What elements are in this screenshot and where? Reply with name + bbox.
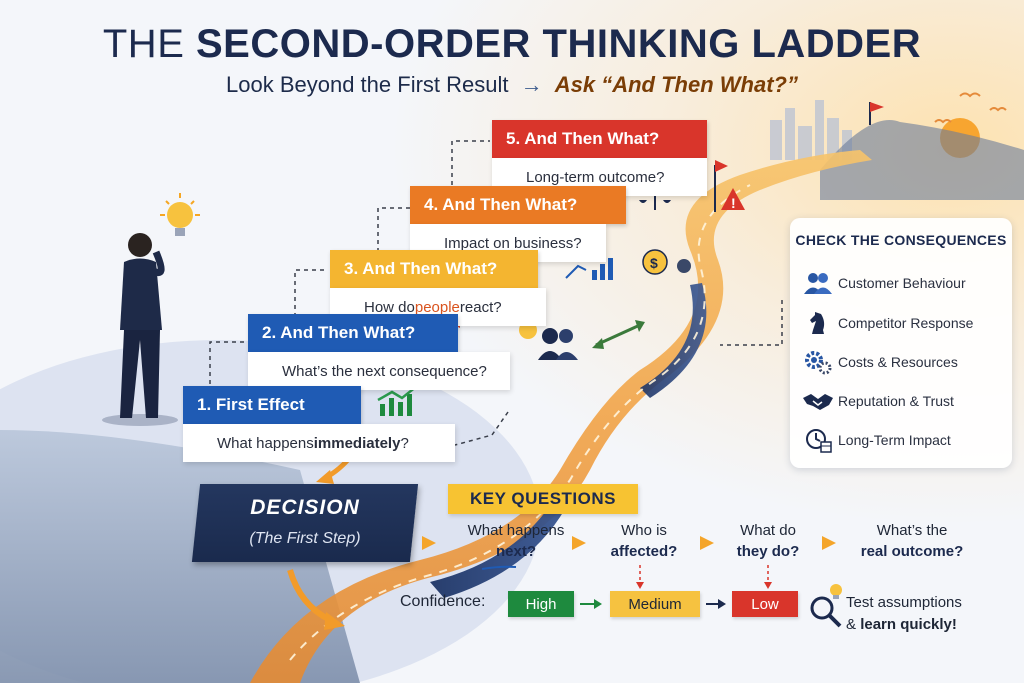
key-question-3-line2: they do? — [736, 543, 800, 560]
check-item-label: Competitor Response — [838, 315, 974, 331]
check-item-long-term-impact: Long-Term Impact — [798, 423, 1004, 457]
lightbulb-idea-icon — [160, 193, 200, 236]
check-item-label: Long-Term Impact — [838, 432, 951, 448]
magnifier-lightbulb-icon — [810, 584, 842, 628]
confidence-label: Confidence: — [400, 593, 486, 610]
key-question-3-line1: What do — [740, 522, 796, 539]
subtitle-arrow-icon: → — [520, 72, 543, 97]
check-item-label: Reputation & Trust — [838, 393, 954, 409]
confidence-medium-badge: Medium — [610, 591, 700, 617]
page-subtitle: Look Beyond the First Result → Ask “And … — [0, 72, 1024, 98]
step-4-header: 4. And Then What? — [410, 186, 626, 224]
check-item-label: Customer Behaviour — [838, 275, 966, 291]
step-1-header: 1. First Effect — [183, 386, 361, 424]
step-3-header: 3. And Then What? — [330, 250, 538, 288]
step-3-question-post: react? — [459, 298, 502, 316]
step-1-card: 1. First Effect What happens immediately… — [183, 386, 455, 462]
step-2-question: What’s the next consequence? — [248, 352, 510, 390]
step-3-question-pre: How do — [364, 298, 415, 316]
step-3-question-highlight: people — [414, 298, 460, 316]
step-2-card: 2. And Then What? What’s the next conseq… — [248, 314, 510, 390]
check-item-reputation-trust: Reputation & Trust — [798, 384, 1004, 418]
chess-knight-icon — [798, 308, 838, 338]
scales-warning-icons: ! — [639, 160, 745, 212]
step-2-question-text: What’s the next consequence? — [282, 362, 487, 380]
key-question-1-line1: What happens — [467, 522, 565, 539]
growth-chart-icon — [377, 381, 423, 416]
key-question-4-line2: real outcome? — [860, 543, 964, 560]
step-5-question-text: Long-term outcome? — [526, 168, 665, 186]
key-question-4-line1: What’s the — [876, 522, 948, 539]
step-4-card: 4. And Then What? Impact on business? — [410, 186, 626, 262]
check-consequences-panel: CHECK THE CONSEQUENCES Customer Behaviou… — [790, 218, 1012, 468]
key-question-1: What happens next? — [452, 520, 580, 562]
key-question-4: What’s the real outcome? — [842, 520, 982, 562]
step-1-question-post: ? — [400, 434, 409, 452]
step-1-question-bold: immediately — [313, 434, 401, 452]
step-1-question-pre: What happens — [217, 434, 314, 452]
key-questions-label: KEY QUESTIONS — [448, 484, 638, 514]
test-assumptions-tip: Test assumptions & learn quickly! — [846, 592, 962, 636]
subtitle-text: Look Beyond the First Result — [226, 72, 509, 97]
key-question-1-line2: next? — [495, 543, 536, 560]
key-question-2: Who is affected? — [594, 520, 694, 562]
check-item-costs-resources: Costs & Resources — [798, 345, 1004, 379]
key-question-2-line2: affected? — [610, 543, 678, 560]
decision-subtitle: (The First Step) — [249, 530, 361, 547]
confidence-low-badge: Low — [732, 591, 798, 617]
svg-text:!: ! — [731, 195, 736, 211]
tip-line2-pre: & — [846, 616, 861, 633]
tip-line1: Test assumptions — [846, 594, 962, 611]
check-item-competitor-response: Competitor Response — [798, 306, 1004, 340]
subtitle-emphasis: Ask “And Then What?” — [554, 72, 798, 97]
tip-line2-bold: learn quickly! — [860, 616, 957, 633]
key-question-2-line1: Who is — [621, 522, 667, 539]
check-item-label: Costs & Resources — [838, 354, 958, 370]
key-question-3: What do they do? — [718, 520, 818, 562]
handshake-icon — [798, 386, 838, 416]
business-icons: $ — [565, 249, 691, 280]
svg-text:$: $ — [650, 255, 658, 271]
step-5-header: 5. And Then What? — [492, 120, 707, 158]
confidence-high-badge: High — [508, 591, 574, 617]
people-icon — [798, 268, 838, 298]
check-item-customer-behaviour: Customer Behaviour — [798, 266, 1004, 300]
gears-icon — [798, 347, 838, 377]
title-bold-part: SECOND-ORDER THINKING LADDER — [196, 22, 922, 66]
step-4-question-text: Impact on business? — [444, 234, 582, 252]
check-consequences-title: CHECK THE CONSEQUENCES — [795, 232, 1007, 248]
step-5-card: 5. And Then What? Long-term outcome? — [492, 120, 707, 196]
title-light-part: THE — [102, 22, 196, 66]
decision-title: DECISION — [250, 496, 360, 519]
clock-calendar-icon — [798, 425, 838, 455]
page-title: THE SECOND-ORDER THINKING LADDER — [0, 22, 1024, 67]
step-2-header: 2. And Then What? — [248, 314, 458, 352]
step-1-question: What happens immediately? — [183, 424, 455, 462]
thinking-person-figure — [102, 233, 178, 426]
